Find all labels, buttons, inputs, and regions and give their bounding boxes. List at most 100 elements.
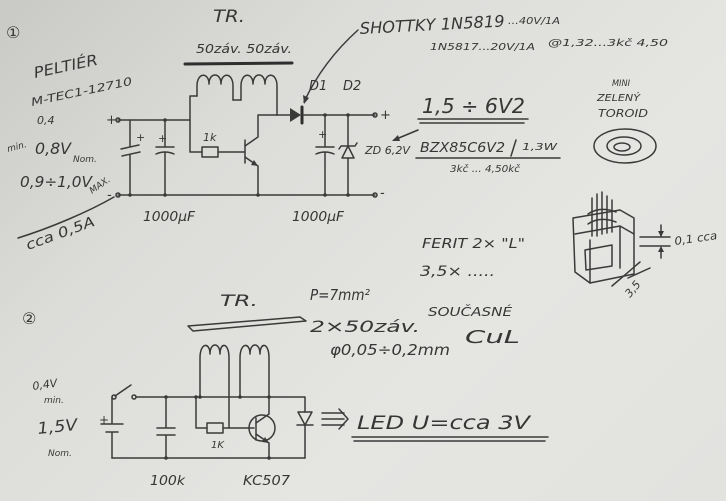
circuit-2: ② TR. + 100k 1K	[22, 291, 549, 489]
core-window	[584, 244, 613, 271]
input-voltage-max: 0,9÷1,0V	[20, 173, 94, 191]
schottky-rating: ...40V/1A	[508, 16, 560, 27]
peltier-label: PELTIÉR	[32, 50, 100, 82]
transformer-2-core	[187, 316, 307, 332]
resistor-1-symbol	[201, 146, 219, 158]
current-pointer-line	[17, 196, 115, 239]
winding-notes: FERIT 2× "L" 3,5× ..... P=7mm² 2×50záv. …	[310, 237, 525, 359]
battery-polarity: +	[99, 413, 109, 427]
input-current: cca 0,5A	[24, 214, 97, 254]
led-light-arrows	[321, 408, 349, 430]
ferrite-core-sketch: 0,1 cca 3,5	[572, 191, 719, 300]
capacitor-out-label: 1000μF	[292, 210, 345, 225]
zener-diode-symbol	[338, 114, 358, 196]
schottky-alternative: 1N5817...20V/1A	[430, 42, 535, 53]
transistor-2-label: KC507	[243, 474, 291, 489]
output-range-underline	[417, 118, 529, 124]
transformer-1-core	[183, 61, 294, 66]
input-voltage-min-tag: min.	[6, 140, 28, 155]
resistor-2-wire	[195, 396, 255, 429]
resistor-2-symbol	[206, 422, 224, 434]
led-note-underline	[351, 436, 549, 442]
diode-d1-symbol	[276, 105, 376, 125]
zener-price: 3kč ... 4,50kč	[450, 163, 521, 175]
circuit-1-top-rail	[117, 95, 198, 121]
core-gap-label: 0,1 cca	[674, 229, 719, 248]
capacitor-2-label: 100k	[150, 474, 186, 489]
toroid-sketch: MINI ZELENÝ TOROID	[593, 79, 657, 164]
input-voltage-nominal: 0,8V	[35, 139, 72, 158]
transformer-1-turns: 50záv. 50záv.	[196, 42, 292, 56]
capacitor-in-polarity: +	[158, 132, 167, 145]
wire-type: CuL	[465, 327, 520, 348]
toroid-inner-ring	[606, 136, 642, 156]
input-voltage-nominal-tag: Nom.	[73, 155, 97, 165]
output-range-pointer-head	[392, 135, 400, 141]
toroid-hole	[613, 142, 631, 152]
led-symbol	[296, 411, 314, 459]
core-outline	[572, 209, 635, 284]
toroid-outer-ring	[593, 128, 657, 164]
core-width-label: 3,5	[622, 278, 643, 300]
source-polarity: +	[136, 131, 145, 144]
winding-simultaneous: SOUČASNÉ	[428, 304, 513, 319]
circuit-2-top-rail	[135, 396, 306, 413]
capacitor-in-label: 1000μF	[143, 210, 196, 225]
capacitor-out-polarity: +	[318, 128, 327, 141]
diode-d2-label: D2	[343, 79, 361, 94]
transformer-1-coil-left	[196, 74, 234, 101]
core-edges	[574, 225, 635, 284]
output-plus-label: +	[380, 108, 391, 123]
zener-label: ZD 6,2V	[364, 144, 411, 157]
peltier-source-symbol	[120, 119, 141, 196]
supply-voltage-nominal: 1,5V	[36, 415, 79, 438]
core-winding-turns	[587, 208, 617, 225]
core-width-dimension	[611, 261, 651, 287]
schottky-note: SHOTTKY 1N5819	[359, 11, 505, 38]
circuit-1-number: ①	[6, 23, 20, 42]
wire-diameter: φ0,05÷0,2mm	[330, 341, 450, 359]
transistor-1-symbol	[244, 114, 278, 196]
transistor-2-symbol	[248, 396, 276, 459]
circuit-1: ① TR. 50záv. 50záv. 1k D1 D2	[6, 7, 668, 254]
input-plus-label: +	[106, 113, 117, 128]
output-minus-label: -	[380, 186, 385, 201]
capacitor-out-symbol	[315, 114, 335, 196]
ferrite-count: 3,5× .....	[420, 264, 495, 280]
core-gap-arrow-bottom	[658, 246, 664, 252]
transformer-2-label: TR.	[220, 291, 258, 310]
supply-voltage-min: 0,4V	[32, 376, 60, 393]
capacitor-in-symbol	[155, 119, 175, 196]
toroid-label-mini: MINI	[612, 79, 630, 89]
schottky-price: @1,32...3kč 4,50	[548, 37, 668, 49]
output-voltage-range: 1,5 ÷ 6V2	[422, 94, 525, 118]
circuit-2-junctions	[164, 395, 271, 460]
zener-part-separator	[510, 139, 517, 157]
zener-power: 1,3W	[522, 142, 559, 153]
transformer-1-label: TR.	[213, 7, 245, 27]
led-voltage-note: LED U=cca 3V	[357, 412, 533, 434]
resistor-2-label: 1K	[211, 440, 225, 451]
circuit-1-base-wire	[189, 119, 246, 153]
supply-voltage-min-tag: min.	[44, 396, 64, 406]
resistor-1-label: 1k	[203, 131, 217, 144]
transformer-2-coil-left	[199, 344, 230, 429]
winding-turns: 2×50záv.	[310, 317, 420, 336]
toroid-label-type: TOROID	[598, 107, 648, 120]
core-area: P=7mm²	[310, 286, 370, 304]
input-minus-label: -	[107, 188, 112, 203]
battery-symbol	[100, 396, 124, 459]
core-gap-arrow-top	[658, 231, 664, 237]
toroid-label-color: ZELENÝ	[596, 91, 641, 104]
transformer-2-coil-right	[239, 344, 270, 398]
circuit-1-terminals	[115, 112, 378, 198]
input-voltage-low: 0,4	[37, 114, 55, 127]
power-switch	[111, 384, 137, 400]
schottky-pointer-head	[303, 95, 309, 104]
ferrite-note: FERIT 2× "L"	[422, 237, 525, 252]
schottky-pointer-line	[303, 29, 359, 103]
supply-voltage-nominal-tag: Nom.	[48, 449, 72, 459]
capacitor-2-symbol	[156, 396, 176, 459]
peltier-part-number: M-TEC1-12710	[30, 75, 133, 109]
